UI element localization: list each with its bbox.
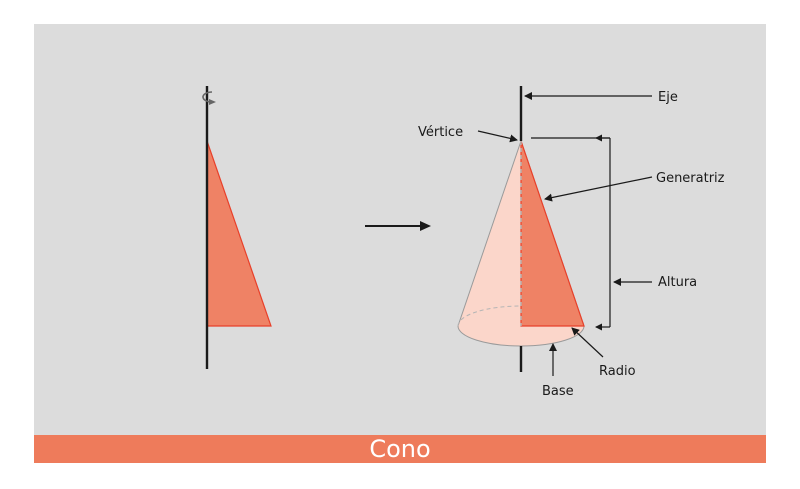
generating-triangle xyxy=(520,140,585,327)
label-vertice: Vértice xyxy=(418,125,463,140)
right-triangle xyxy=(206,140,272,327)
radio-leader xyxy=(571,327,604,358)
generatriz-leader xyxy=(544,176,653,202)
diagram-title: Cono xyxy=(369,435,431,463)
diagram-panel xyxy=(34,24,766,435)
label-base: Base xyxy=(542,384,574,399)
cone-figure xyxy=(457,86,585,372)
label-altura: Altura xyxy=(658,275,697,290)
vertice-leader xyxy=(477,130,518,143)
label-radio: Radio xyxy=(599,364,636,379)
left-figure xyxy=(202,86,272,369)
right-arrow-icon xyxy=(365,221,431,231)
label-generatriz: Generatriz xyxy=(656,171,725,186)
label-eje: Eje xyxy=(658,90,678,105)
height-bracket xyxy=(531,134,611,331)
title-bar: Cono xyxy=(34,435,766,463)
rotation-arrow-icon xyxy=(202,91,216,105)
